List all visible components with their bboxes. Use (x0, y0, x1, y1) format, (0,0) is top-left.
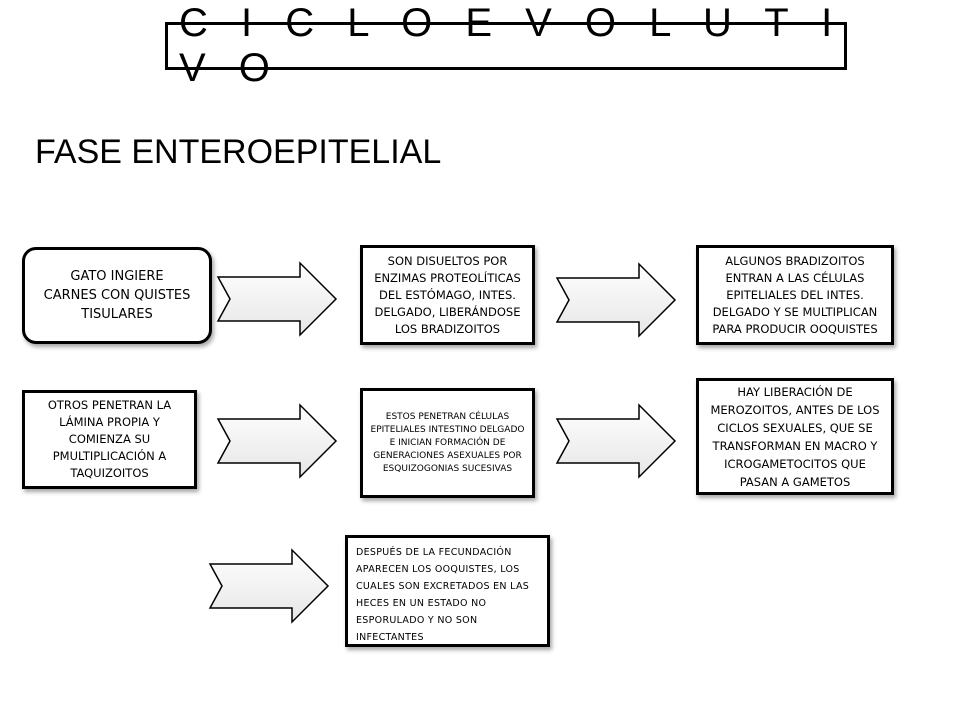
arrow-right-icon (216, 261, 338, 337)
box-text: SON DISUELTOS POR ENZIMAS PROTEOLÍTICAS … (374, 253, 521, 336)
arrow-right-icon (208, 548, 330, 624)
box-otros-penetran: OTROS PENETRAN LA LÁMINA PROPIA Y COMIEN… (22, 390, 197, 489)
arrow-right-icon (216, 403, 338, 479)
box-text: HAY LIBERACIÓN DE MEROZOITOS, ANTES DE L… (710, 384, 880, 489)
arrow-right-icon (555, 262, 677, 338)
box-gato-ingiere: GATO INGIERE CARNES CON QUISTES TISULARE… (22, 247, 212, 344)
box-text: GATO INGIERE CARNES CON QUISTES TISULARE… (43, 269, 191, 322)
box-disueltos: SON DISUELTOS POR ENZIMAS PROTEOLÍTICAS … (360, 245, 535, 345)
box-algunos-bradizoitos: ALGUNOS BRADIZOITOS ENTRAN A LAS CÉLULAS… (696, 245, 894, 345)
phase-subtitle: FASE ENTEROEPITELIAL (35, 133, 442, 171)
box-text: ALGUNOS BRADIZOITOS ENTRAN A LAS CÉLULAS… (712, 253, 878, 336)
box-text: ESTOS PENETRAN CÉLULAS EPITELIALES INTES… (370, 411, 525, 474)
box-liberacion-merozoitos: HAY LIBERACIÓN DE MEROZOITOS, ANTES DE L… (696, 378, 894, 495)
box-despues-fecundacion: DESPUÉS DE LA FECUNDACIÓN APARECEN LOS O… (345, 535, 550, 647)
box-text: DESPUÉS DE LA FECUNDACIÓN APARECEN LOS O… (356, 547, 530, 643)
box-text: OTROS PENETRAN LA LÁMINA PROPIA Y COMIEN… (47, 398, 172, 480)
arrow-right-icon (555, 403, 677, 479)
page-title: C I C L O E V O L U T I V O (165, 1, 847, 90)
box-estos-penetran: ESTOS PENETRAN CÉLULAS EPITELIALES INTES… (360, 388, 535, 498)
